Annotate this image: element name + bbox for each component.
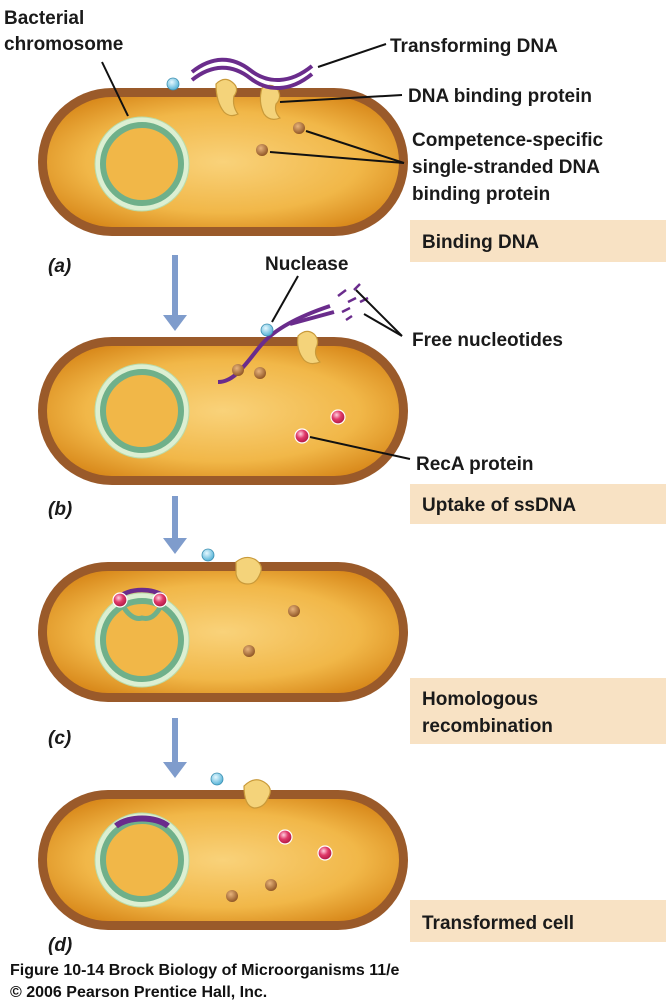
free-nucleotides-label: Free nucleotides: [412, 330, 563, 351]
step-title: Binding DNA: [422, 232, 539, 253]
leader-line: [271, 275, 299, 323]
dna-binding-protein: [235, 556, 262, 585]
chromosome: [100, 369, 184, 453]
step-arrow: [163, 255, 187, 331]
nuclease: [166, 77, 180, 91]
leader-line: [355, 289, 403, 337]
transforming-dna-strand: [190, 57, 314, 83]
cell-a: [38, 57, 408, 236]
cell-c: [38, 548, 408, 702]
chromosome: [100, 818, 184, 902]
panel-letter: (a): [48, 256, 71, 277]
dna-binding-protein-label: DNA binding protein: [408, 86, 592, 107]
ssdna-binding-protein: [265, 879, 277, 891]
nuclease: [210, 772, 224, 786]
reca-protein: [277, 829, 293, 845]
nuclease: [201, 548, 215, 562]
panel-letter: (d): [48, 935, 72, 956]
step-label-box: [410, 220, 666, 262]
ssdna-binding-protein: [256, 144, 268, 156]
reca-protein: [330, 409, 346, 425]
bacterial-chromosome-label: chromosome: [4, 34, 123, 55]
leader-line: [363, 313, 403, 337]
step-title: recombination: [422, 716, 553, 737]
nuclease: [260, 323, 274, 337]
cell-b: [38, 283, 408, 485]
ssdna-binding-protein: [293, 122, 305, 134]
free-nucleotides: [337, 283, 369, 322]
step-title: Transformed cell: [422, 913, 574, 934]
step-title: Homologous: [422, 689, 538, 710]
reca-protein: [152, 592, 168, 608]
dna-binding-protein: [243, 779, 271, 809]
ssdna-strand: [217, 304, 331, 384]
recombined-dna-segment: [114, 815, 170, 829]
step-arrow: [163, 718, 187, 778]
ssdna-strand: [289, 310, 335, 326]
transforming-dna-label: Transforming DNA: [390, 36, 558, 57]
ssdna-binding-protein: [243, 645, 255, 657]
leader-line: [279, 94, 403, 103]
ssdna-binding-protein: [288, 605, 300, 617]
chromosome-loop: [119, 602, 165, 621]
competence-protein-label: Competence-specific: [412, 130, 604, 151]
bacterial-chromosome-label: Bacterial: [4, 8, 84, 29]
chromosome: [100, 122, 184, 206]
competence-protein-label: single-stranded DNA: [412, 157, 600, 178]
leader-line: [101, 61, 129, 117]
cell-d: [38, 772, 408, 930]
reca-protein: [112, 592, 128, 608]
leader-line: [305, 130, 405, 164]
leader-line: [317, 43, 387, 68]
step-label-box: [410, 484, 666, 524]
dna-binding-protein: [297, 330, 322, 365]
competence-protein-label: binding protein: [412, 184, 550, 205]
leader-line: [269, 151, 405, 164]
ssdna-binding-protein: [226, 890, 238, 902]
leader-line: [309, 436, 411, 460]
transforming-dna-strand: [190, 65, 314, 91]
copyright-line: © 2006 Pearson Prentice Hall, Inc.: [10, 984, 268, 1001]
panel-letter: (c): [48, 728, 71, 749]
ssdna-binding-protein: [254, 367, 266, 379]
chromosome: [100, 598, 184, 682]
reca-protein-label: RecA protein: [416, 454, 534, 475]
step-label-box: [410, 678, 666, 744]
dna-binding-protein: [215, 78, 239, 117]
step-label-box: [410, 900, 666, 942]
nuclease-label: Nuclease: [265, 254, 348, 275]
figure-caption: Figure 10-14 Brock Biology of Microorgan…: [10, 962, 400, 979]
step-arrow: [163, 496, 187, 554]
reca-protein: [317, 845, 333, 861]
step-title: Uptake of ssDNA: [422, 495, 576, 516]
panel-letter: (b): [48, 499, 72, 520]
reca-protein: [294, 428, 310, 444]
ssdna-binding-protein: [232, 364, 244, 376]
